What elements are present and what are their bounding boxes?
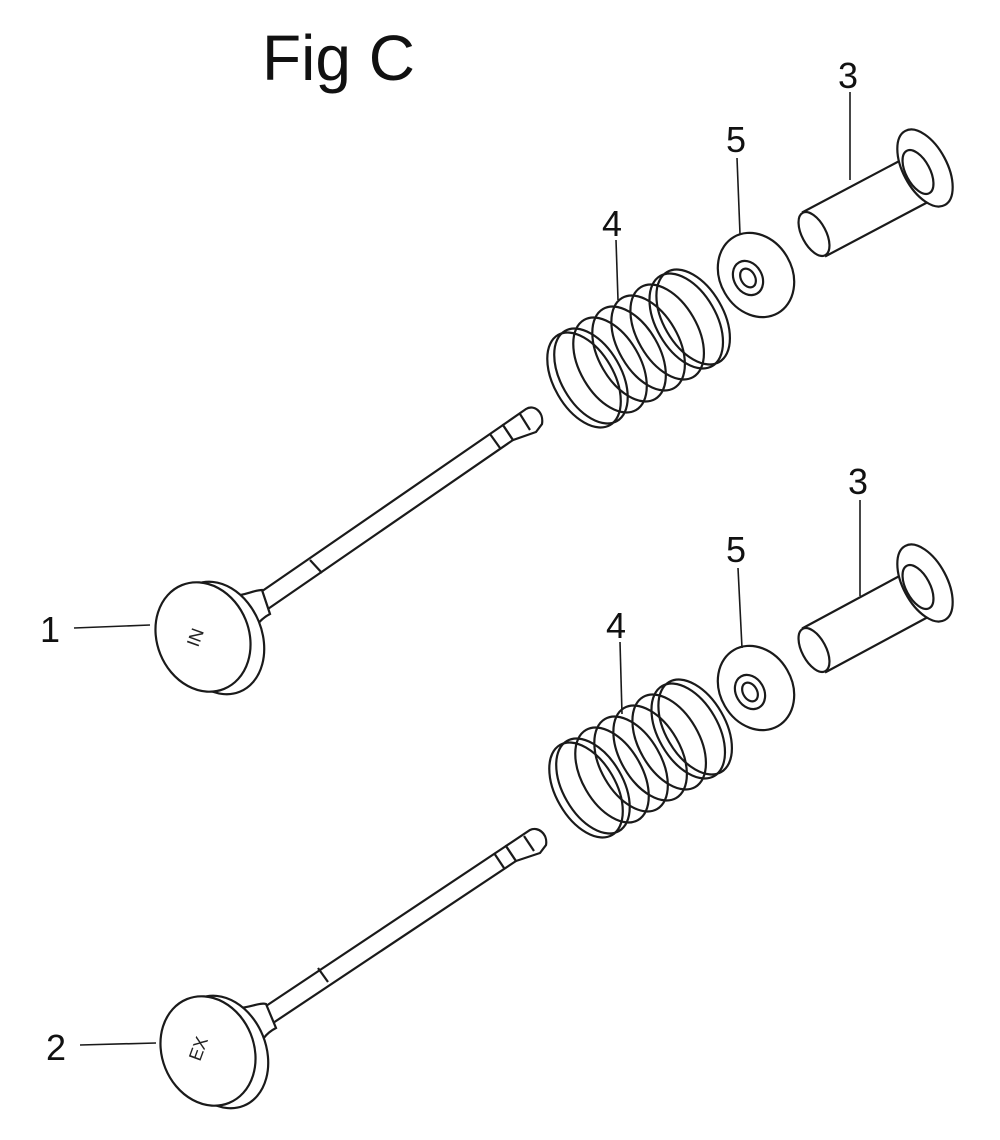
exhaust-valve: EX xyxy=(159,827,548,1110)
callout-3-lower: 3 xyxy=(848,461,868,502)
callout-4-lower: 4 xyxy=(606,605,626,646)
callout-4-lower-leader xyxy=(619,641,623,715)
callout-5-upper: 5 xyxy=(726,119,746,160)
callout-1: 1 xyxy=(40,609,60,650)
upper-valve-guide xyxy=(797,128,954,258)
lower-assembly: EX 2 4 xyxy=(46,461,954,1110)
lower-spring-retainer xyxy=(716,644,796,732)
callout-4-upper-leader xyxy=(615,239,619,301)
intake-valve: IN xyxy=(154,406,544,696)
callout-3-upper: 3 xyxy=(838,55,858,96)
lower-valve-guide xyxy=(797,543,954,674)
upper-valve-spring xyxy=(546,268,732,429)
callout-1-leader xyxy=(73,624,151,629)
callout-5-upper-leader xyxy=(736,157,741,235)
callout-2: 2 xyxy=(46,1027,66,1068)
callout-4-upper: 4 xyxy=(602,203,622,244)
callout-5-lower: 5 xyxy=(726,529,746,570)
upper-assembly: IN 1 4 xyxy=(40,55,954,696)
intake-stamp: IN xyxy=(183,626,208,650)
figure-title: Fig C xyxy=(262,22,415,94)
lower-valve-spring xyxy=(548,678,734,839)
callout-5-lower-leader xyxy=(737,567,743,649)
upper-spring-retainer xyxy=(716,231,796,319)
callout-2-leader xyxy=(79,1042,157,1046)
